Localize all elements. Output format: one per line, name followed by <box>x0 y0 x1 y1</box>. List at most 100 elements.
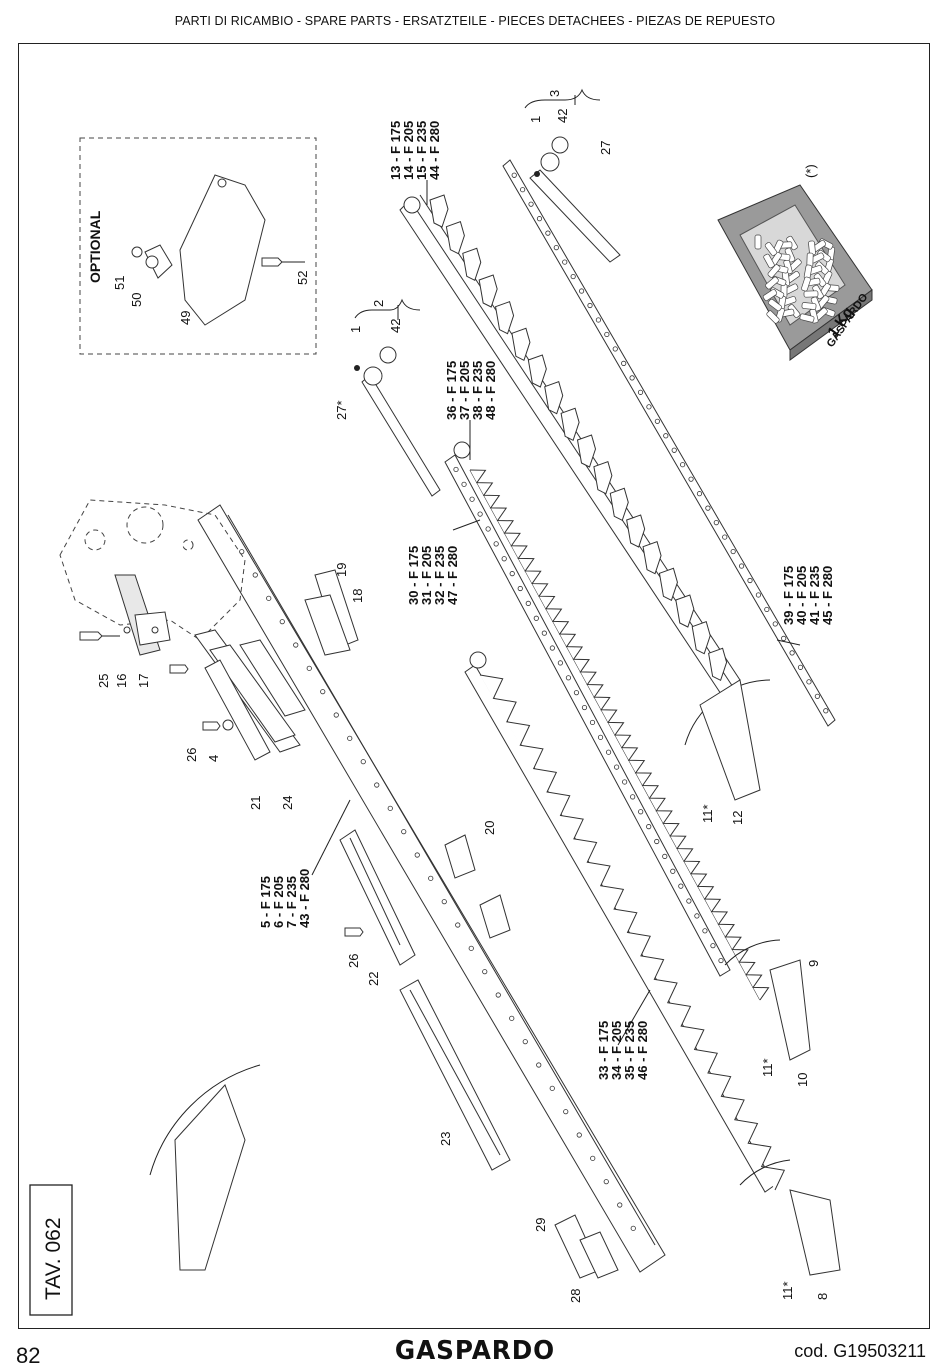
svg-text:6 - F 205: 6 - F 205 <box>271 876 286 928</box>
callout-11a: 11* <box>700 804 715 823</box>
svg-text:44 - F 280: 44 - F 280 <box>427 121 442 180</box>
table-label-box: TAV. 062 <box>29 1184 73 1316</box>
lower-knife-bar <box>464 651 786 1193</box>
callout-51: 51 <box>112 276 127 290</box>
callout-29: 29 <box>533 1218 548 1232</box>
plates-21-24 <box>169 629 306 761</box>
callout-16: 16 <box>114 674 129 688</box>
optional-bolt <box>261 257 283 267</box>
svg-text:31 - F 205: 31 - F 205 <box>419 546 434 605</box>
detail-circles <box>149 679 841 1276</box>
svg-text:5 - F 175: 5 - F 175 <box>258 876 273 928</box>
callout-17: 17 <box>136 674 151 688</box>
svg-text:38 - F 235: 38 - F 235 <box>470 361 485 420</box>
callout-1a: 1 <box>528 116 543 123</box>
page-header: PARTI DI RICAMBIO - SPARE PARTS - ERSATZ… <box>174 14 776 28</box>
callout-26a: 26 <box>184 748 199 762</box>
svg-text:47 - F 280: 47 - F 280 <box>445 546 460 605</box>
optional-group: OPTIONAL 51 50 49 52 <box>79 137 317 355</box>
callout-50: 50 <box>129 293 144 307</box>
bolt-box-1kg: 1 Kg GASPARDO (*) <box>717 164 873 361</box>
svg-text:14 - F 205: 14 - F 205 <box>401 121 416 180</box>
svg-text:7 - F 235: 7 - F 235 <box>284 876 299 928</box>
callout-4: 4 <box>206 755 221 762</box>
part-group-39: 39 - F 175 40 - F 205 41 - F 235 45 - F … <box>781 566 835 625</box>
callout-27a: 27 <box>598 141 613 155</box>
callout-12: 12 <box>730 811 745 825</box>
brackets-20 <box>444 834 511 939</box>
part-group-30: 30 - F 175 31 - F 205 32 - F 235 47 - F … <box>406 546 460 605</box>
callout-27b: 27* <box>334 400 349 420</box>
callout-21: 21 <box>248 796 263 810</box>
svg-text:37 - F 205: 37 - F 205 <box>457 361 472 420</box>
callout-23: 23 <box>438 1132 453 1146</box>
optional-label: OPTIONAL <box>87 210 103 283</box>
svg-text:30 - F 175: 30 - F 175 <box>406 546 421 605</box>
upper-drive-head <box>529 136 621 263</box>
middle-knife-back <box>444 441 731 977</box>
plates-22-23 <box>339 829 511 1171</box>
brace-2 <box>354 298 421 319</box>
svg-text:48 - F 280: 48 - F 280 <box>483 361 498 420</box>
callout-10: 10 <box>795 1073 810 1087</box>
callout-24: 24 <box>280 796 295 810</box>
part-group-36: 36 - F 175 37 - F 205 38 - F 235 48 - F … <box>444 361 498 420</box>
callout-11c: 11* <box>780 1281 795 1300</box>
callout-18: 18 <box>350 589 365 603</box>
svg-text:32 - F 235: 32 - F 235 <box>432 546 447 605</box>
callout-19: 19 <box>334 563 349 577</box>
svg-text:43 - F 280: 43 - F 280 <box>297 869 312 928</box>
callout-1b: 1 <box>348 326 363 333</box>
callout-28: 28 <box>568 1289 583 1303</box>
document-code: cod. G19503211 <box>794 1341 926 1361</box>
svg-text:41 - F 235: 41 - F 235 <box>807 566 822 625</box>
middle-drive-head <box>354 346 441 497</box>
svg-text:39 - F 175: 39 - F 175 <box>781 566 796 625</box>
svg-text:46 - F 280: 46 - F 280 <box>635 1021 650 1080</box>
callout-26b: 26 <box>346 954 361 968</box>
plates-28-29 <box>554 1214 619 1279</box>
optional-bracket <box>144 244 173 279</box>
main-cutter-bar <box>197 504 666 1273</box>
brace-3 <box>524 88 601 109</box>
upper-finger-bar <box>399 194 741 701</box>
svg-text:35 - F 235: 35 - F 235 <box>622 1021 637 1080</box>
knife-sections-bar <box>469 469 770 1001</box>
svg-text:40 - F 205: 40 - F 205 <box>794 566 809 625</box>
page-number: 82 <box>16 1343 41 1368</box>
svg-text:13 - F 175: 13 - F 175 <box>388 121 403 180</box>
part-group-33: 33 - F 175 34 - F 205 35 - F 235 46 - F … <box>596 1021 650 1080</box>
part-group-5: 5 - F 175 6 - F 205 7 - F 235 43 - F 280 <box>258 869 312 928</box>
svg-text:45 - F 280: 45 - F 280 <box>820 566 835 625</box>
callout-20: 20 <box>482 821 497 835</box>
left-bracket-group <box>79 574 171 656</box>
callout-11b: 11* <box>760 1058 775 1077</box>
drawing-frame <box>18 43 930 1329</box>
table-label: TAV. 062 <box>42 1217 65 1300</box>
callout-49: 49 <box>178 311 193 325</box>
callout-52: 52 <box>295 271 310 285</box>
callout-22: 22 <box>366 972 381 986</box>
callout-3: 3 <box>547 90 562 97</box>
box-note: (*) <box>803 164 818 178</box>
callout-25: 25 <box>96 674 111 688</box>
callout-8: 8 <box>815 1293 830 1300</box>
svg-text:34 - F 205: 34 - F 205 <box>609 1021 624 1080</box>
svg-text:36 - F 175: 36 - F 175 <box>444 361 459 420</box>
mount-frame-ghost <box>59 499 246 641</box>
optional-shield-plate <box>179 174 266 326</box>
callout-2: 2 <box>371 300 386 307</box>
svg-text:33 - F 175: 33 - F 175 <box>596 1021 611 1080</box>
leader-lines <box>311 95 801 1046</box>
svg-text:15 - F 235: 15 - F 235 <box>414 121 429 180</box>
part-group-13: 13 - F 175 14 - F 205 15 - F 235 44 - F … <box>388 121 442 180</box>
callout-42a: 42 <box>555 109 570 123</box>
callout-9: 9 <box>806 960 821 967</box>
callouts: 3 1 42 27 2 1 42 27* 19 18 25 16 17 26 4… <box>96 90 830 1303</box>
long-thin-bar <box>502 159 836 727</box>
bracket-18-19 <box>304 569 359 656</box>
brand-logo: GASPARDO <box>394 1336 556 1366</box>
callout-42b: 42 <box>388 319 403 333</box>
optional-nut <box>131 246 143 258</box>
